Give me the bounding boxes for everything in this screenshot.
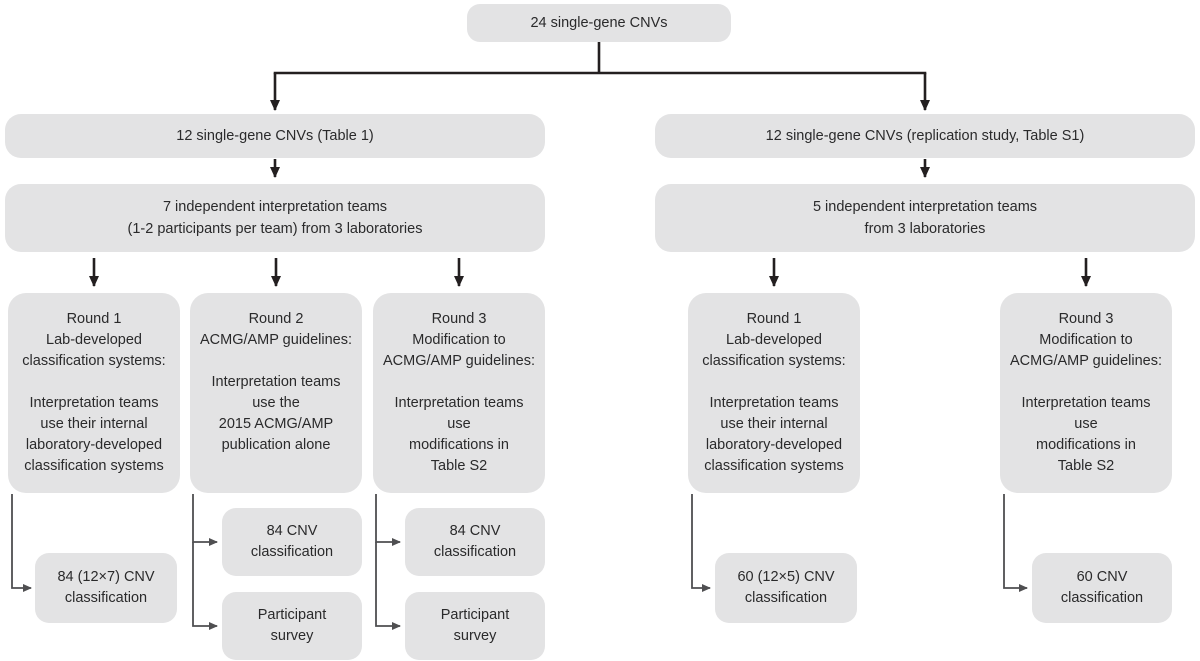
elbow-left-round2-survey (192, 542, 218, 630)
text-line: use their internal (720, 416, 828, 432)
text-line: Interpretation teams (394, 395, 524, 411)
text-line: use (1074, 416, 1098, 432)
elbow-left-round2-classification (192, 494, 218, 546)
text-line: 60 (12×5) CNV (737, 569, 835, 585)
text-line: 2015 ACMG/AMP (218, 416, 334, 432)
text-line: Interpretation teams (709, 395, 839, 411)
text-line: classification (250, 544, 334, 560)
text-line: Modification to (412, 332, 506, 348)
text-line: Table S2 (430, 458, 488, 474)
node-left-cohort: 12 single-gene CNVs (Table 1) (5, 114, 545, 158)
text-line: classification systems: (702, 353, 846, 369)
text-line: Round 2 (248, 311, 304, 327)
elbow-right-round1-output (691, 494, 711, 592)
text-line: modifications in (409, 437, 509, 453)
text-line: Interpretation teams (211, 374, 341, 390)
node-right-teams: 5 independent interpretation teams from 3… (655, 184, 1195, 252)
text-line: classification systems (24, 458, 164, 474)
text-line: classification (744, 590, 828, 606)
text-line: Round 3 (431, 311, 487, 327)
text-line: (1-2 participants per team) from 3 labor… (127, 221, 423, 237)
text-line: Round 3 (1058, 311, 1114, 327)
text-line: from 3 laboratories (864, 221, 986, 237)
text-line: classification systems: (22, 353, 166, 369)
text-line: classification systems (704, 458, 844, 474)
text-line: use the (252, 395, 300, 411)
node-left-round2-survey: Participant survey (222, 592, 362, 660)
node-left-teams: 7 independent interpretation teams (1-2 p… (5, 184, 545, 252)
text-line: 7 independent interpretation teams (162, 199, 388, 215)
node-left-round1-output: 84 (12×7) CNV classification (35, 553, 177, 623)
text-line: classification (433, 544, 517, 560)
text-line: 84 CNV (449, 523, 501, 539)
text-line: Participant (257, 607, 327, 623)
text-line: survey (453, 628, 497, 644)
node-left-round3: Round 3 Modification to ACMG/AMP guideline… (373, 293, 545, 493)
node-root-cnvs: 24 single-gene CNVs (467, 4, 731, 42)
text-line: 5 independent interpretation teams (812, 199, 1038, 215)
node-left-round3-classification: 84 CNV classification (405, 508, 545, 576)
text-line: Interpretation teams (29, 395, 159, 411)
elbow-left-round3-survey (375, 542, 401, 630)
text-line: ACMG/AMP guidelines: (1009, 353, 1163, 369)
text-line: Participant (440, 607, 510, 623)
text-line: use their internal (40, 416, 148, 432)
elbow-left-round3-classification (375, 494, 401, 546)
text-line: Round 1 (746, 311, 802, 327)
text-line: classification (1060, 590, 1144, 606)
node-left-round2: Round 2 ACMG/AMP guidelines: Interpretatio… (190, 293, 362, 493)
text-line: Table S2 (1057, 458, 1115, 474)
text-line: laboratory-developed (705, 437, 843, 453)
text-line: survey (270, 628, 314, 644)
node-right-round1: Round 1 Lab-developed classification syste… (688, 293, 860, 493)
node-right-round3: Round 3 Modification to ACMG/AMP guideline… (1000, 293, 1172, 493)
node-right-cohort: 12 single-gene CNVs (replication study, … (655, 114, 1195, 158)
node-left-round1: Round 1 Lab-developed classification syste… (8, 293, 180, 493)
text-line: 84 (12×7) CNV (57, 569, 155, 585)
text-line: Interpretation teams (1021, 395, 1151, 411)
node-left-round2-classification: 84 CNV classification (222, 508, 362, 576)
text-line: laboratory-developed (25, 437, 163, 453)
node-right-round1-output: 60 (12×5) CNV classification (715, 553, 857, 623)
text-line: modifications in (1036, 437, 1136, 453)
text-line: 84 CNV (266, 523, 318, 539)
elbow-right-round3-output (1003, 494, 1028, 592)
text-line: classification (64, 590, 148, 606)
text-line: ACMG/AMP guidelines: (382, 353, 536, 369)
node-left-round3-survey: Participant survey (405, 592, 545, 660)
elbow-left-round1-output (11, 494, 32, 592)
text-line: 60 CNV (1076, 569, 1128, 585)
text-line: Round 1 (66, 311, 122, 327)
text-line: Modification to (1039, 332, 1133, 348)
text-line: Lab-developed (726, 332, 822, 348)
text-line: ACMG/AMP guidelines: (199, 332, 353, 348)
node-right-round3-output: 60 CNV classification (1032, 553, 1172, 623)
text-line: use (447, 416, 471, 432)
text-line: Lab-developed (46, 332, 142, 348)
text-line: publication alone (221, 437, 331, 453)
